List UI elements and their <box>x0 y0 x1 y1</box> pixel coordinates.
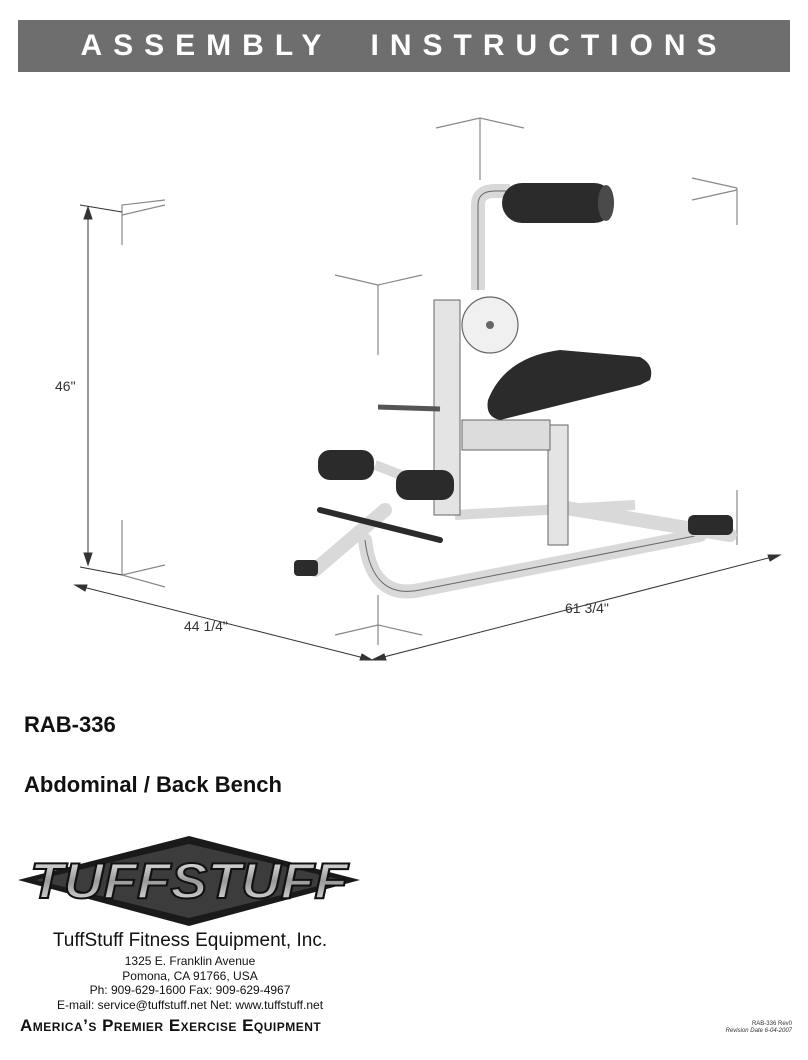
dim-length: 61 3/4" <box>565 600 609 616</box>
dimension-guides <box>121 117 738 645</box>
company-name: TuffStuff Fitness Equipment, Inc. <box>52 930 328 951</box>
tagline-word-1: America’s <box>20 1016 97 1035</box>
tagline-word-2: Premier <box>102 1016 164 1035</box>
product-drawing: 46" 44 1/4" 61 3/4" <box>55 117 782 661</box>
dimension-lines <box>73 204 782 661</box>
page-title: ASSEMBLY INSTRUCTIONS <box>80 29 728 62</box>
dim-width: 44 1/4" <box>184 618 228 634</box>
company-phone: Ph: 909-629-1600 Fax: 909-629-4967 <box>89 983 291 997</box>
svg-text:TUFFSTUFF: TUFFSTUFF <box>30 853 350 909</box>
company-address-1: 1325 E. Franklin Avenue <box>124 954 256 968</box>
model-number: RAB-336 <box>24 712 116 737</box>
company-email: E-mail: service@tuffstuff.net Net: www.t… <box>56 998 324 1012</box>
revision-code: RAB-336 Rev0 <box>751 1021 792 1027</box>
tagline-word-3: Exercise <box>168 1016 237 1035</box>
header-bar: ASSEMBLY INSTRUCTIONS <box>18 20 790 72</box>
bench-illustration <box>294 183 737 599</box>
dim-height: 46" <box>55 378 76 394</box>
tagline: America’s Premier Exercise Equipment <box>20 1016 321 1036</box>
revision-date: Revision Date 6-04-2007 <box>725 1028 792 1034</box>
company-address-2: Pomona, CA 91766, USA <box>122 969 258 983</box>
tuffstuff-logo: TUFFSTUFF <box>18 836 360 926</box>
revision-info: RAB-336 Rev0 Revision Date 6-04-2007 <box>726 1021 792 1035</box>
product-name: Abdominal / Back Bench <box>24 772 282 797</box>
tagline-word-4: Equipment <box>242 1016 322 1035</box>
